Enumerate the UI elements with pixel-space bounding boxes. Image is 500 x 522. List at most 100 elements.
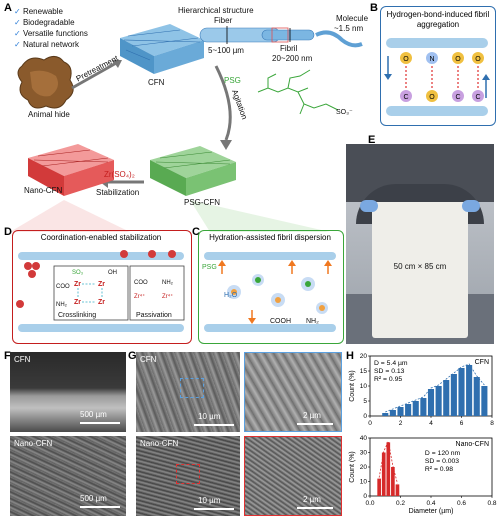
stat-label: R² = 0.95 <box>374 376 402 383</box>
molecule-size-label: ~1.5 nm <box>334 24 364 33</box>
cfn-label: CFN <box>148 78 165 87</box>
bar <box>412 401 419 416</box>
bar <box>405 404 412 416</box>
panel-b-title: Hydrogen-bond-induced fibril aggregation <box>386 10 490 29</box>
cooh-label: COOH <box>270 318 291 325</box>
scale-label: 500 µm <box>80 494 107 503</box>
x-tick-label: 0.6 <box>457 500 466 507</box>
feature-item: ✓ Versatile functions <box>14 29 88 38</box>
scale-bar <box>80 506 120 508</box>
scale-bar <box>80 422 120 424</box>
x-tick-label: 2 <box>399 420 403 427</box>
fibril-bar <box>386 38 488 48</box>
stat-label: SD = 0.13 <box>374 368 405 375</box>
y-tick-label: 0 <box>363 493 367 500</box>
x-axis-label: Diameter (µm) <box>409 508 454 515</box>
sem-label: Nano-CFN <box>14 439 53 448</box>
x-tick-label: 4 <box>429 420 433 427</box>
scale-label: 2 µm <box>303 411 321 420</box>
fibril-size-label: 20~200 nm <box>272 54 313 63</box>
bar <box>458 368 465 416</box>
svg-text:SO₃: SO₃ <box>72 270 84 276</box>
svg-text:C: C <box>475 94 480 101</box>
bar <box>427 389 435 416</box>
scale-label: 10 µm <box>198 496 221 505</box>
fiber-size-label: 5~100 µm <box>208 46 244 55</box>
y-axis-label: Count (%) <box>349 451 356 483</box>
y-tick-label: 10 <box>360 479 368 486</box>
panel-b-box <box>380 6 496 126</box>
svg-text:Zr: Zr <box>98 281 105 288</box>
panel-label-g: G <box>128 350 137 362</box>
sem-cfn-high-mag: 2 µm <box>244 352 342 432</box>
svg-text:Zr: Zr <box>74 299 81 306</box>
y-tick-label: 5 <box>363 398 367 405</box>
stat-label: D = 5.4 µm <box>374 360 408 367</box>
stabilization-label: Stabilization <box>96 188 140 197</box>
panel-e-photo: 50 cm × 85 cm <box>346 144 494 344</box>
sem-label: CFN <box>140 355 157 364</box>
sem-nano-cfn-cross-section: Nano-CFN 500 µm <box>10 436 126 516</box>
molecule-helix <box>315 30 363 48</box>
svg-text:N: N <box>429 56 434 63</box>
feature-list: ✓ Renewable ✓ Biodegradable ✓ Versatile … <box>14 6 88 50</box>
svg-text:Zr: Zr <box>98 299 105 306</box>
svg-text:COO: COO <box>56 284 70 290</box>
fit-curve <box>385 363 485 413</box>
y-tick-label: 15 <box>360 368 368 375</box>
x-tick-label: 6 <box>460 420 464 427</box>
scale-label: 500 µm <box>80 410 107 419</box>
psg-molecule <box>257 69 339 115</box>
crosslinking-box <box>53 265 129 321</box>
svg-text:O: O <box>429 94 435 101</box>
svg-text:C: C <box>455 94 460 101</box>
bar <box>443 380 450 416</box>
scale-bar <box>194 424 234 426</box>
bar <box>473 377 480 416</box>
bar <box>420 398 427 416</box>
panel-c-title: Hydration-assisted fibril dispersion <box>209 233 331 242</box>
nano-cfn-block <box>28 144 114 196</box>
water-clusters <box>227 274 328 314</box>
svg-text:O: O <box>403 56 409 63</box>
zoom-box <box>180 378 204 398</box>
nano-cfn-label: Nano-CFN <box>24 186 63 195</box>
bar <box>381 452 386 496</box>
feature-item: ✓ Renewable <box>14 7 63 16</box>
arrowhead-icon <box>220 140 232 150</box>
zoom-box <box>271 27 289 43</box>
film-size-label: 50 cm × 85 cm <box>393 262 447 271</box>
x-tick-label: 8 <box>490 420 494 427</box>
svg-text:O: O <box>455 56 461 63</box>
sem-label: CFN <box>14 355 31 364</box>
glove-icon <box>462 200 480 212</box>
bar <box>377 478 381 496</box>
stat-label: R² = 0.98 <box>425 466 453 473</box>
nano-cfn-film <box>372 202 468 338</box>
bar <box>466 365 473 416</box>
stat-label: SD = 0.003 <box>425 458 459 465</box>
x-tick-label: 0 <box>368 420 372 427</box>
scale-bar <box>297 423 333 425</box>
stat-label: D = 120 nm <box>425 450 461 457</box>
panel-c-graphics <box>204 252 336 332</box>
bar <box>481 386 488 416</box>
panel-d-box <box>12 230 192 344</box>
zoom-shade <box>190 200 330 232</box>
bar <box>386 442 391 496</box>
scale-label: 10 µm <box>198 412 221 421</box>
fit-curve <box>378 440 398 484</box>
sem-cfn-low-mag: CFN 10 µm <box>136 352 240 432</box>
sem-nano-cfn-high-mag: 2 µm <box>244 436 342 516</box>
psg-cfn-block <box>150 146 236 196</box>
svg-text:Zr: Zr <box>74 281 81 288</box>
hierarchical-label: Hierarchical structure <box>178 6 254 15</box>
hbond-groups: O C N O O C O C <box>400 52 484 102</box>
panel-label-d: D <box>4 226 12 238</box>
animal-hide-label: Animal hide <box>28 110 70 119</box>
glove-icon <box>360 200 378 212</box>
y-tick-label: 0 <box>363 413 367 420</box>
